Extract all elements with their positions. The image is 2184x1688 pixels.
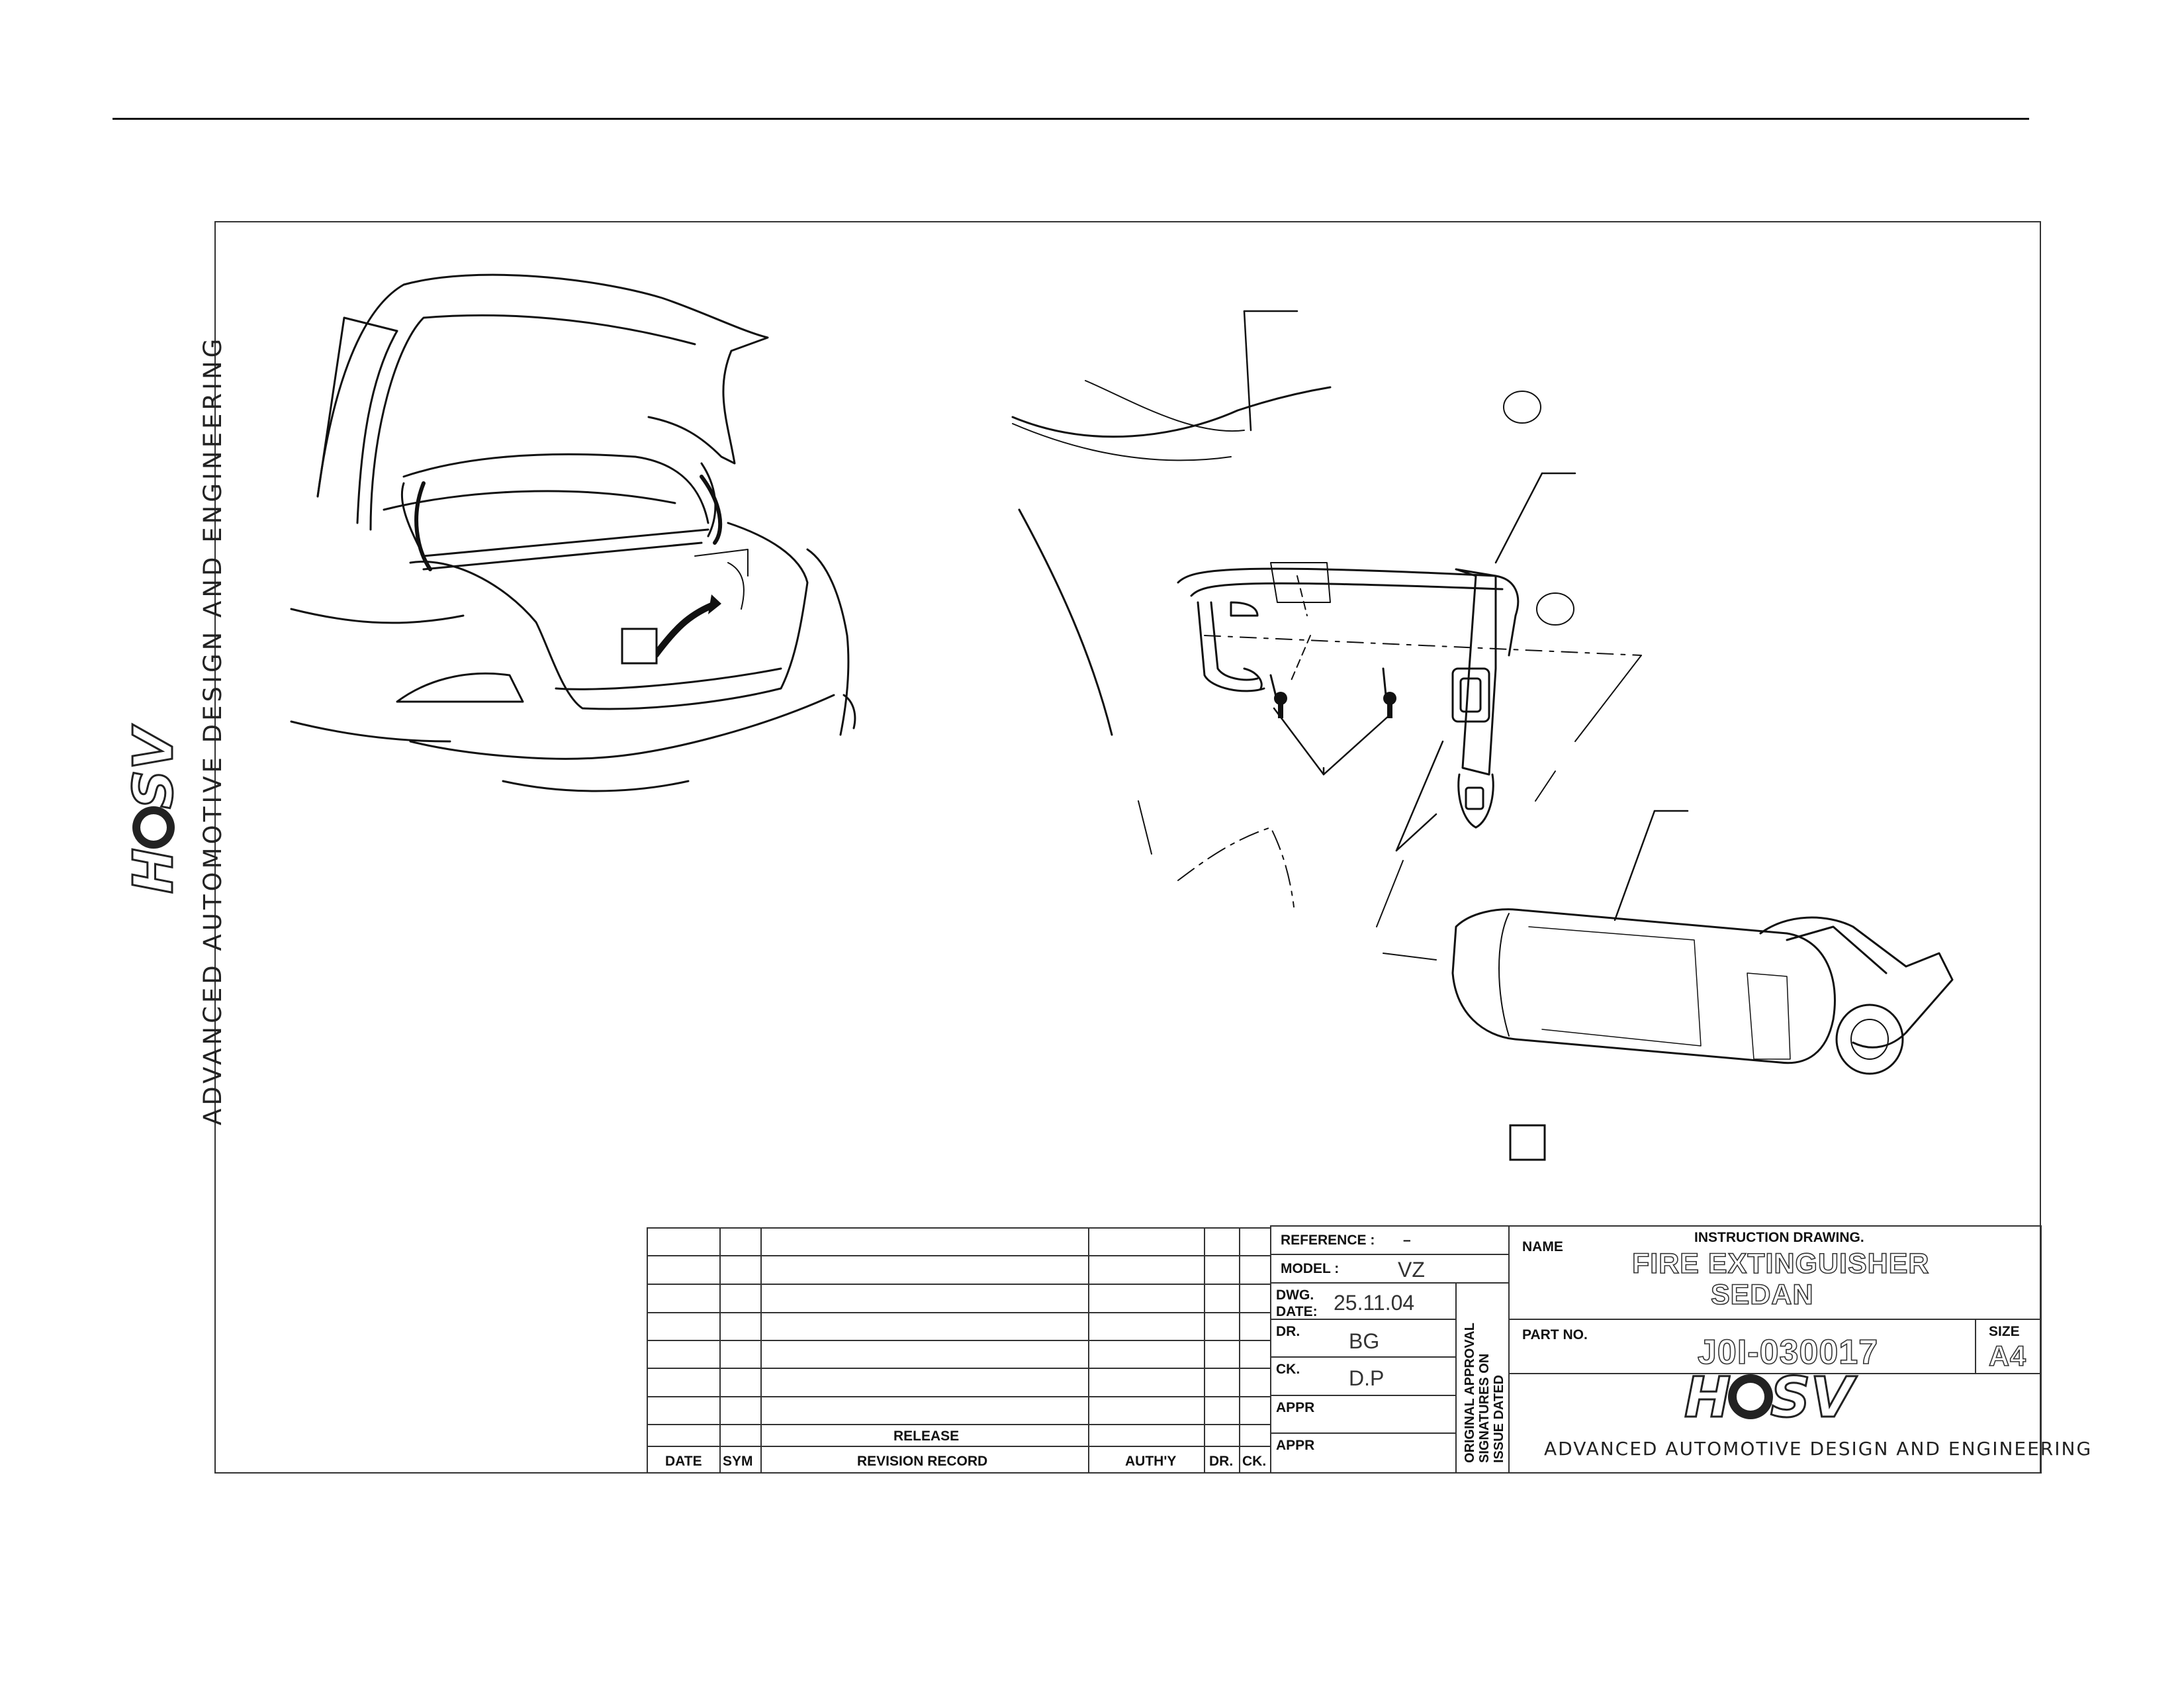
drawing-title-line-2: SEDAN [1710, 1278, 1814, 1311]
header-authy: AUTH'Y [1125, 1454, 1177, 1469]
appr-label-2: APPR [1276, 1438, 1315, 1453]
title-block-grid [1270, 1225, 2042, 1474]
dwg-date-label-2: DATE: [1276, 1304, 1318, 1319]
dwg-date-value: 25.11.04 [1334, 1291, 1415, 1315]
title-block-hsv-logo: H SV [1684, 1364, 1858, 1431]
screw-left-icon [1274, 692, 1287, 718]
top-rule [113, 118, 2029, 120]
appr-label-1: APPR [1276, 1400, 1315, 1415]
drawing-title-line-1: FIRE EXTINGUISHER [1631, 1247, 1930, 1280]
svg-text:H: H [122, 848, 185, 894]
bracket-detail-illustration [1011, 310, 1954, 1075]
callout-box-b [1509, 1124, 1546, 1161]
header-dr: DR. [1209, 1454, 1234, 1469]
pointer-arrowhead [708, 594, 721, 614]
callout-box-a [621, 628, 658, 665]
name-label: NAME [1522, 1239, 1563, 1254]
approval-note-line-2: SIGNATURES ON [1477, 1353, 1492, 1463]
svg-text:H: H [1684, 1365, 1731, 1430]
header-sym: SYM [723, 1454, 753, 1469]
company-name: ADVANCED AUTOMOTIVE DESIGN AND ENGINEERI… [1544, 1438, 2093, 1460]
pointer-arrow [653, 602, 713, 658]
approval-note-line-1: ORIGINAL APPROVAL [1463, 1323, 1477, 1463]
model-label: MODEL : [1281, 1261, 1340, 1276]
svg-text:SV: SV [1770, 1365, 1857, 1430]
part-no-label: PART NO. [1522, 1327, 1588, 1342]
ck-value: D.P [1349, 1366, 1385, 1390]
dwg-date-label-1: DWG. [1276, 1288, 1314, 1303]
reference-value: – [1403, 1233, 1411, 1248]
header-ck: CK. [1242, 1454, 1267, 1469]
dr-label: DR. [1276, 1324, 1300, 1339]
dr-value: BG [1349, 1329, 1380, 1353]
svg-text:SV: SV [122, 724, 185, 809]
ck-label: CK. [1276, 1362, 1300, 1377]
model-value: VZ [1398, 1258, 1425, 1282]
reference-label: REFERENCE : [1281, 1233, 1375, 1248]
header-revision-record: REVISION RECORD [857, 1454, 988, 1469]
approval-note: ORIGINAL APPROVAL SIGNATURES ON ISSUE DA… [1463, 1323, 1506, 1463]
part-no-value: J0I-030017 [1697, 1333, 1879, 1372]
size-label: SIZE [1989, 1324, 2020, 1339]
car-trunk-illustration [290, 273, 856, 792]
revision-table-grid [647, 1227, 1271, 1474]
size-value: A4 [1988, 1340, 2026, 1373]
approval-note-line-3: ISSUE DATED [1492, 1375, 1506, 1463]
screw-right-icon [1383, 692, 1396, 718]
header-date: DATE [665, 1454, 702, 1469]
drawing-type: INSTRUCTION DRAWING. [1694, 1230, 1864, 1245]
release-label: RELEASE [893, 1429, 960, 1444]
side-hsv-logo: H SV [122, 723, 187, 894]
